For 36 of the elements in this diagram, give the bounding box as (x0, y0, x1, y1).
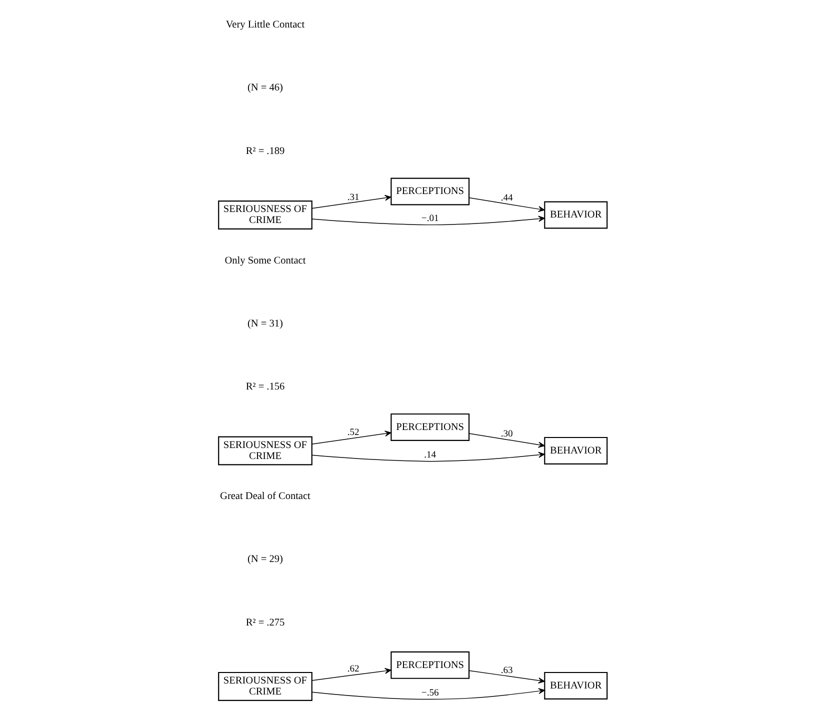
edge-label: .44 (500, 192, 513, 204)
label: (N = 46) (248, 82, 283, 94)
label: Only Some Contact (224, 255, 306, 266)
node-box: BEHAVIOR (544, 201, 608, 229)
node-box: PERCEPTIONS (390, 178, 470, 206)
node-box: SERIOUSNESS OF CRIME (218, 436, 312, 466)
label: Great Deal of Contact (220, 490, 310, 502)
arrow (312, 216, 545, 226)
edge-label: .30 (500, 428, 513, 440)
edge-label: .14 (424, 450, 436, 461)
label: (N = 29) (248, 554, 283, 566)
edge-label: .31 (347, 192, 360, 203)
edge-label: .63 (500, 664, 513, 676)
label: Very Little Contact (226, 20, 305, 31)
label: R² = .156 (246, 382, 285, 393)
arrow (468, 670, 545, 684)
node-box: SERIOUSNESS OF CRIME (218, 672, 312, 701)
node-box: PERCEPTIONS (390, 651, 470, 679)
label: R² = .275 (246, 617, 285, 628)
node-box: PERCEPTIONS (390, 413, 470, 441)
edge-label: .62 (347, 663, 360, 674)
node-box: BEHAVIOR (544, 672, 608, 700)
node-box: SERIOUSNESS OF CRIME (218, 200, 312, 230)
node-box: BEHAVIOR (544, 436, 608, 464)
arrow (312, 452, 545, 462)
edge-label: −.56 (421, 688, 439, 699)
arrow (312, 430, 392, 444)
label: (N = 31) (248, 318, 283, 330)
edge-label: −.01 (421, 213, 439, 224)
label: R² = .189 (246, 146, 285, 157)
arrow (468, 433, 545, 448)
arrow (468, 197, 545, 212)
arrow (312, 668, 392, 681)
arrow (312, 688, 545, 700)
arrow (312, 194, 392, 209)
edge-label: .52 (347, 426, 360, 438)
